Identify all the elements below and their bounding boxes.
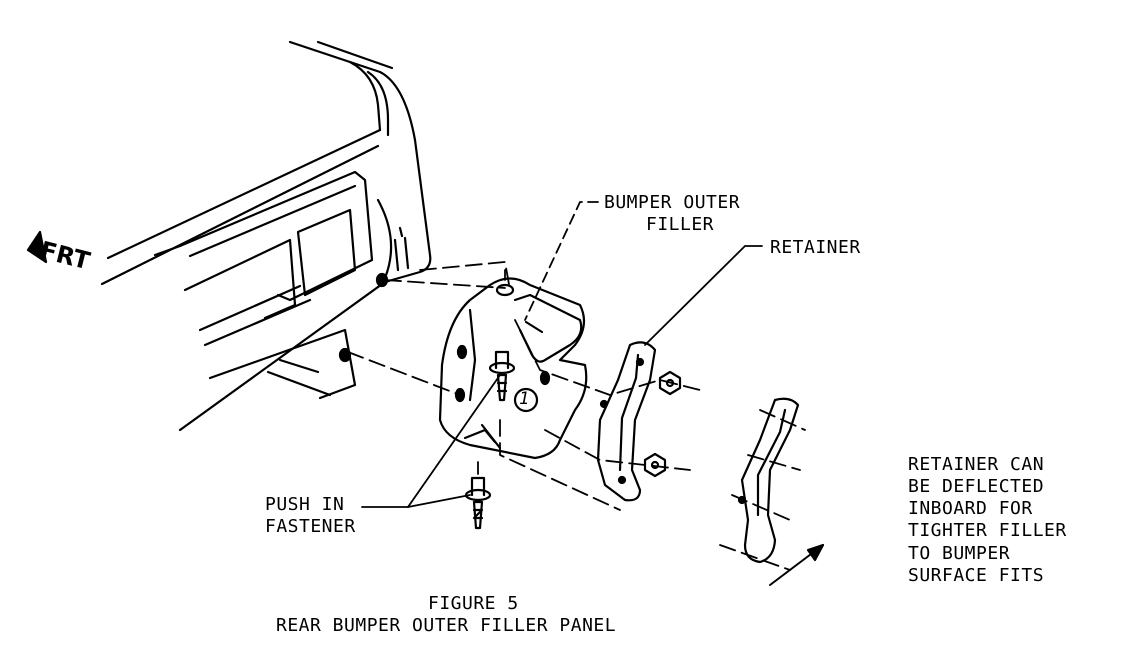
- retainer-detail-part: [737, 397, 800, 564]
- note-line-1: RETAINER CAN: [908, 454, 1045, 475]
- callout-number: 1: [519, 389, 530, 409]
- deflection-arrow-icon: [769, 543, 825, 586]
- alignment-lines: [347, 261, 806, 571]
- figure-caption-number: FIGURE 5: [428, 593, 519, 614]
- label-push-in-line2: FASTENER: [265, 516, 356, 537]
- label-retainer: RETAINER: [770, 237, 861, 258]
- vehicle-body: [100, 40, 432, 432]
- note-line-5: TO BUMPER: [908, 543, 1011, 564]
- frt-arrow-icon: [26, 230, 48, 264]
- note-line-6: SURFACE FITS: [908, 565, 1045, 586]
- retainer-part: [596, 341, 657, 502]
- label-push-in-line1: PUSH IN: [265, 494, 345, 515]
- figure-caption-title: REAR BUMPER OUTER FILLER PANEL: [276, 615, 617, 636]
- label-bumper-outer-filler-line1: BUMPER OUTER: [604, 192, 741, 213]
- note-line-2: BE DEFLECTED: [908, 476, 1045, 497]
- leader-lines: [361, 201, 763, 508]
- nut-icon: [643, 370, 682, 478]
- body-hole: [338, 347, 352, 363]
- note-line-4: TIGHTER FILLER: [908, 520, 1067, 541]
- note-line-3: INBOARD FOR: [908, 498, 1033, 519]
- label-bumper-outer-filler-line2: FILLER: [646, 214, 715, 235]
